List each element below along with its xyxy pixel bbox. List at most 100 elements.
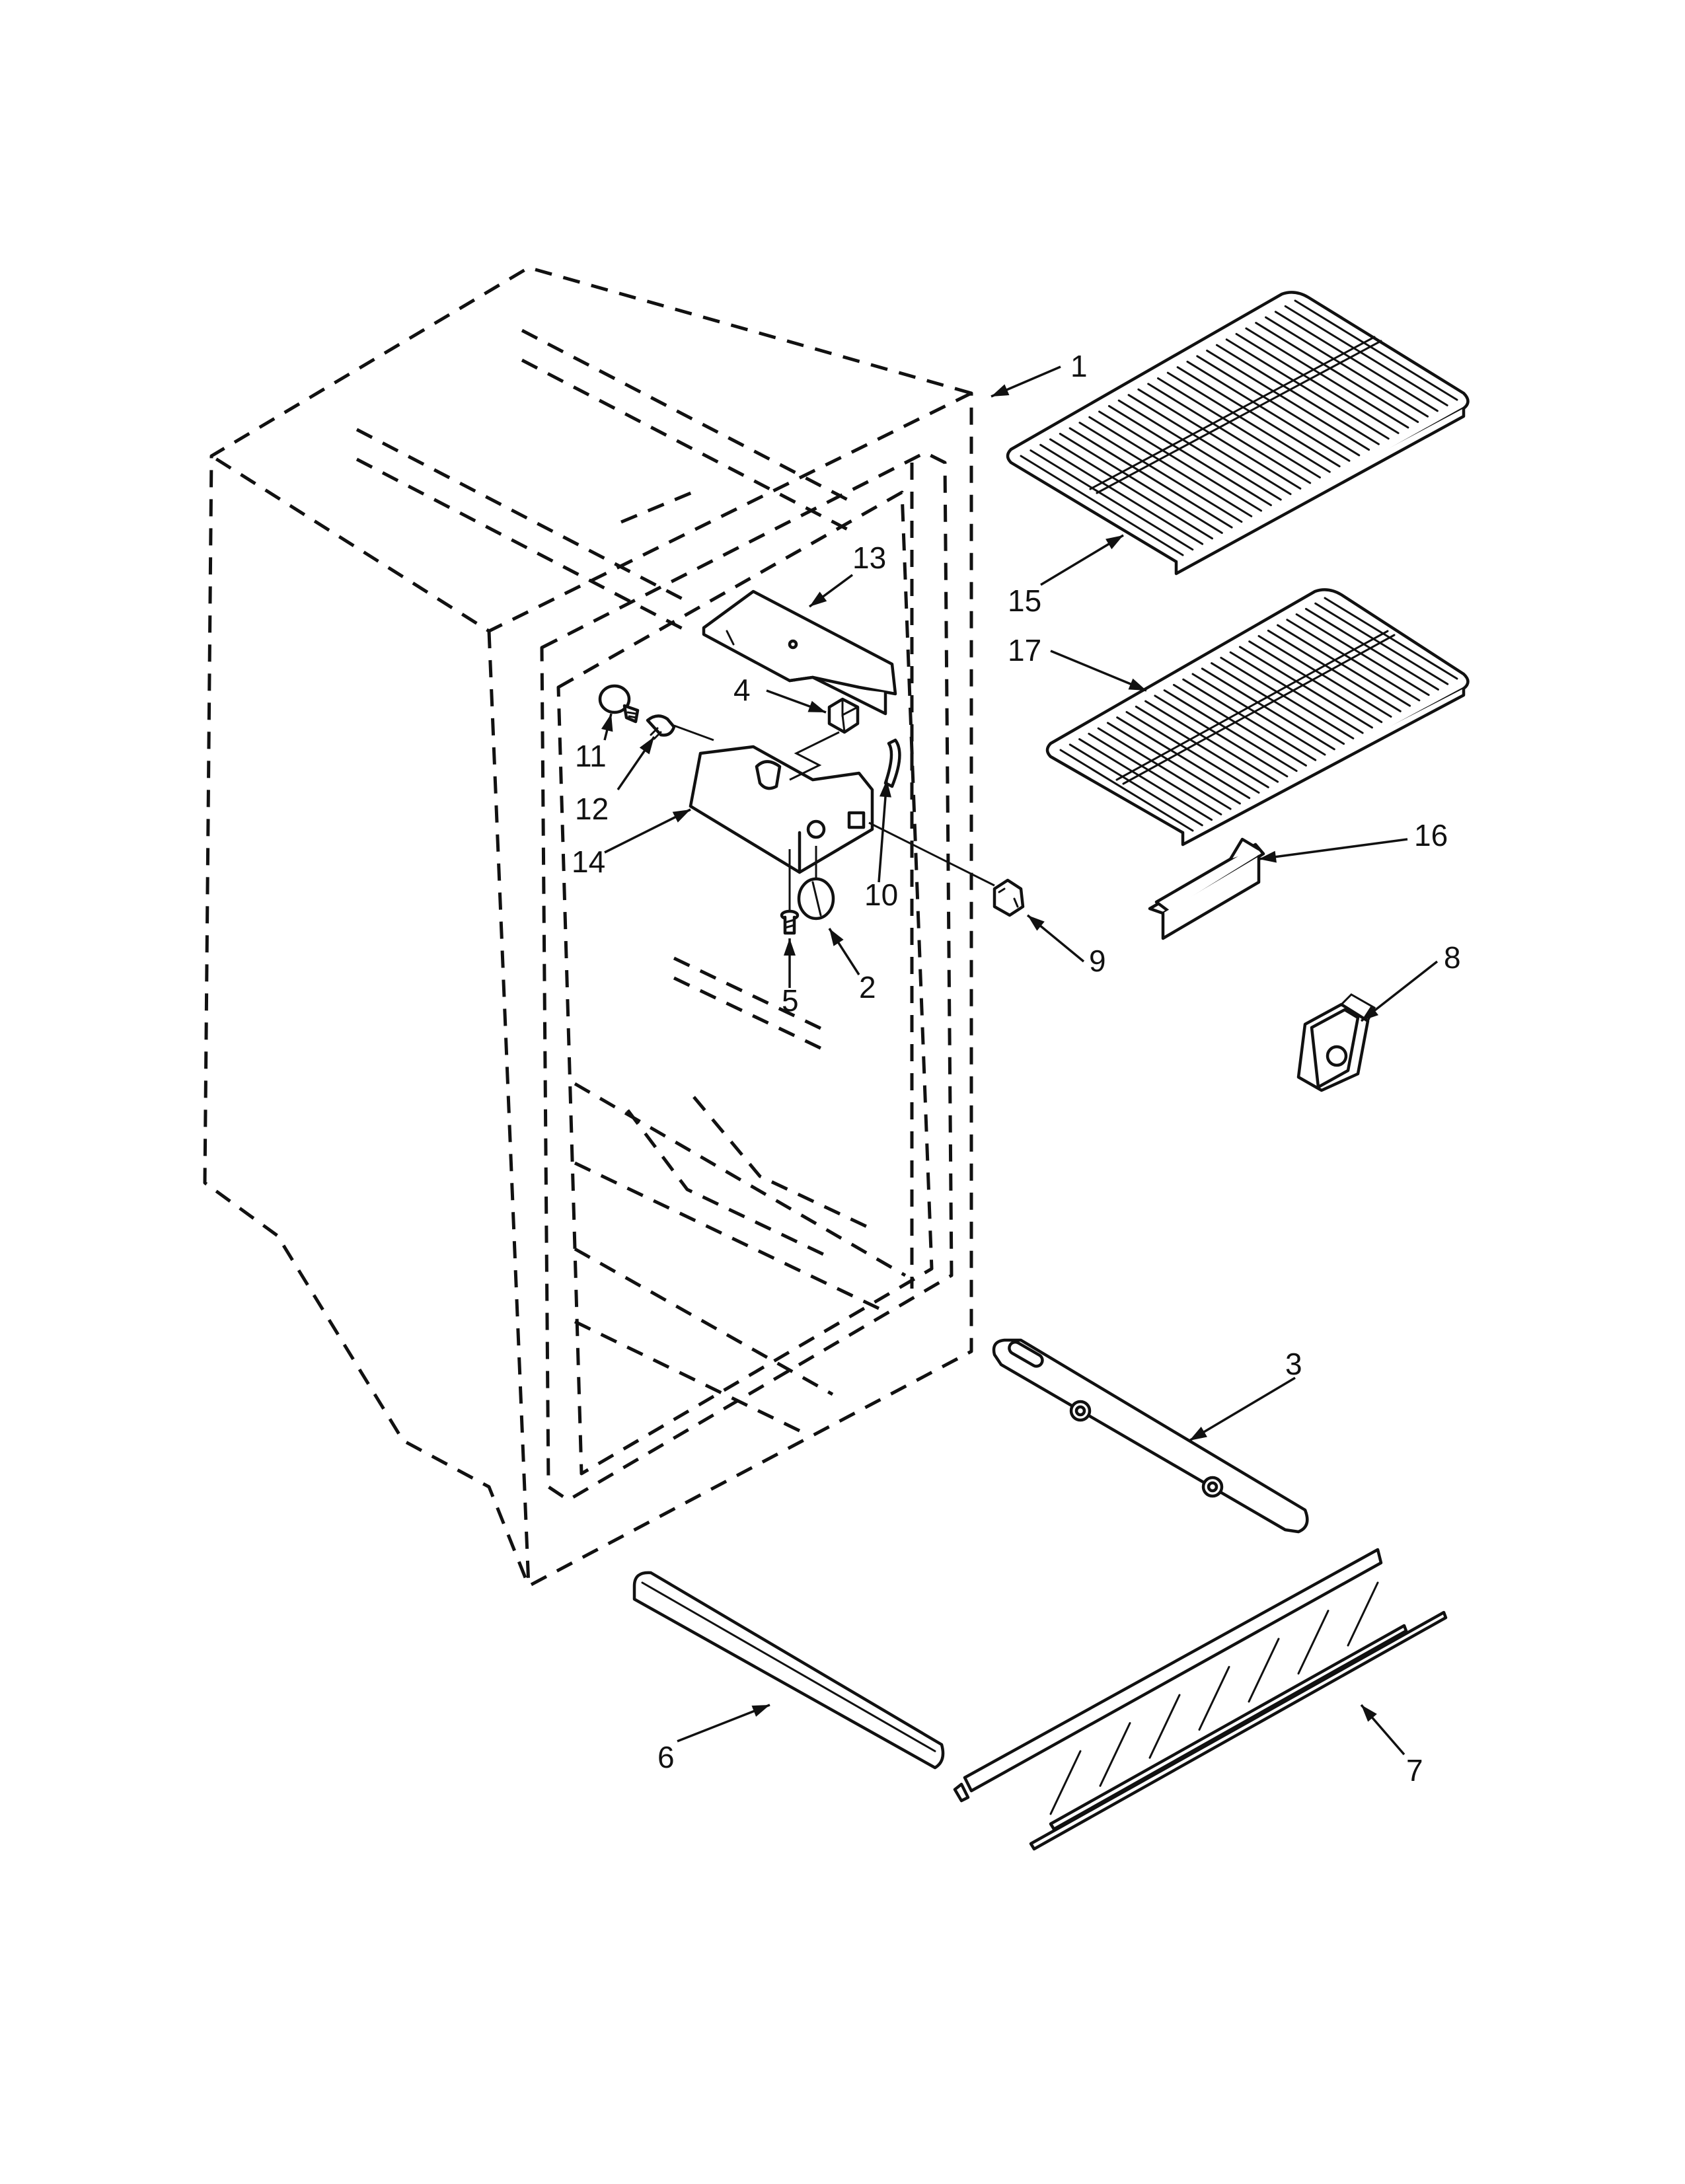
shelf-wire xyxy=(1166,371,1331,473)
shelf-wire xyxy=(1304,607,1439,691)
shelf-wire xyxy=(1206,350,1370,451)
grille-bar xyxy=(1148,1694,1181,1759)
callout-14: 14 xyxy=(572,845,605,879)
callout-5: 5 xyxy=(782,983,799,1018)
shelf-wire xyxy=(1284,305,1448,406)
leader-arrowhead xyxy=(751,1705,770,1717)
shelf-wire xyxy=(1049,438,1213,540)
callout-labels: 1 2 3 4 5 6 7 8 9 10 11 12 13 14 15 16 1… xyxy=(572,349,1461,1788)
shelf-wire xyxy=(1068,743,1203,827)
shelf-wire xyxy=(1265,316,1429,418)
grille-bar xyxy=(1297,1610,1329,1675)
grille-bar xyxy=(1198,1666,1230,1731)
shelf-wire xyxy=(1020,455,1184,556)
grille-bar xyxy=(1049,1750,1082,1815)
shelf-wire xyxy=(1238,646,1373,729)
callout-17: 17 xyxy=(1008,633,1041,667)
thermostat-knob xyxy=(797,846,835,921)
shelf-wire xyxy=(1186,360,1351,462)
shelf-wire xyxy=(1295,613,1430,697)
leader-arrowhead xyxy=(1128,678,1146,691)
shelf-wire xyxy=(1068,427,1233,529)
callout-3: 3 xyxy=(1285,1347,1302,1381)
leader-arrowhead xyxy=(1028,915,1045,931)
shelf-wire xyxy=(1324,597,1458,680)
leader-arrowhead xyxy=(880,780,891,798)
shelf-wire xyxy=(1294,299,1458,401)
callout-11: 11 xyxy=(575,739,607,773)
shelf-wire xyxy=(1172,683,1307,767)
shelf-wire xyxy=(1107,404,1272,506)
light-housing-assembly xyxy=(689,745,874,874)
leader-lines xyxy=(601,365,1439,1756)
shelf-wire xyxy=(1117,399,1282,501)
leader-arrowhead xyxy=(829,928,844,946)
callout-4: 4 xyxy=(733,673,751,707)
shelf-wire xyxy=(1039,443,1204,545)
liner-cover xyxy=(702,589,897,716)
shelf-wire xyxy=(1088,732,1222,815)
screw xyxy=(780,849,800,935)
shelf-wire xyxy=(1274,311,1439,412)
shelf-wire xyxy=(1135,705,1269,788)
shelf-wire xyxy=(1176,366,1341,468)
leader-arrowhead xyxy=(672,810,691,823)
shelf-wire xyxy=(1078,738,1213,821)
shelf-wire xyxy=(1078,422,1243,523)
leader-arrowhead xyxy=(807,700,826,712)
cabinet-outline xyxy=(203,266,973,1588)
shelf-wire xyxy=(1116,716,1251,800)
grille xyxy=(953,1548,1448,1851)
callout-2: 2 xyxy=(859,970,876,1004)
shelf-wire xyxy=(1248,640,1383,724)
shelf-wire xyxy=(1257,635,1392,718)
leader-arrowhead xyxy=(809,591,827,607)
grille-bar xyxy=(1099,1722,1131,1787)
shelf-wire xyxy=(1211,662,1345,745)
shelf-wire xyxy=(1059,432,1223,534)
side-rail xyxy=(992,1338,1309,1534)
callout-7: 7 xyxy=(1406,1753,1423,1788)
shelf-wire xyxy=(1286,619,1421,702)
leader-arrowhead xyxy=(1189,1426,1207,1441)
light-bulb xyxy=(598,684,640,724)
socket xyxy=(789,697,860,781)
shelf-wire xyxy=(1154,695,1289,778)
shelf-wire xyxy=(1157,377,1321,478)
shelf-wire xyxy=(1147,383,1312,484)
shelf-wire xyxy=(1215,344,1380,445)
lower-wire-shelf xyxy=(1045,588,1470,847)
shelf-wire xyxy=(1245,327,1409,429)
callout-15: 15 xyxy=(1008,584,1041,618)
shelf-wire xyxy=(1220,656,1355,739)
shelf-wire xyxy=(1106,722,1241,805)
leader-line xyxy=(1050,650,1147,692)
callout-1: 1 xyxy=(1070,349,1088,383)
callout-12: 12 xyxy=(575,792,609,826)
control-module xyxy=(1296,993,1376,1092)
callout-16: 16 xyxy=(1414,818,1448,852)
callout-13: 13 xyxy=(852,541,886,575)
shelf-wire xyxy=(1059,749,1194,832)
leader-arrowhead xyxy=(1361,1005,1379,1021)
leader-line xyxy=(1189,1376,1296,1442)
shelf-wire xyxy=(1267,629,1402,712)
shelf-wire xyxy=(1088,416,1253,517)
leader-arrowhead xyxy=(784,938,796,956)
shelf-wire xyxy=(1097,727,1232,810)
shelf-wire xyxy=(1182,678,1317,761)
callout-8: 8 xyxy=(1444,940,1461,975)
shelf-wire xyxy=(1314,602,1449,685)
leader-line xyxy=(1258,838,1408,860)
shelf-wire xyxy=(1144,700,1279,783)
callout-9: 9 xyxy=(1089,944,1106,978)
callout-6: 6 xyxy=(657,1740,675,1774)
bulb-socket xyxy=(646,714,714,741)
shelf-wire xyxy=(1229,651,1364,734)
shelf-wire xyxy=(1163,689,1298,772)
shelf-wire xyxy=(1191,673,1326,756)
cross-rail xyxy=(632,1571,945,1770)
shelf-wire xyxy=(1201,667,1335,751)
